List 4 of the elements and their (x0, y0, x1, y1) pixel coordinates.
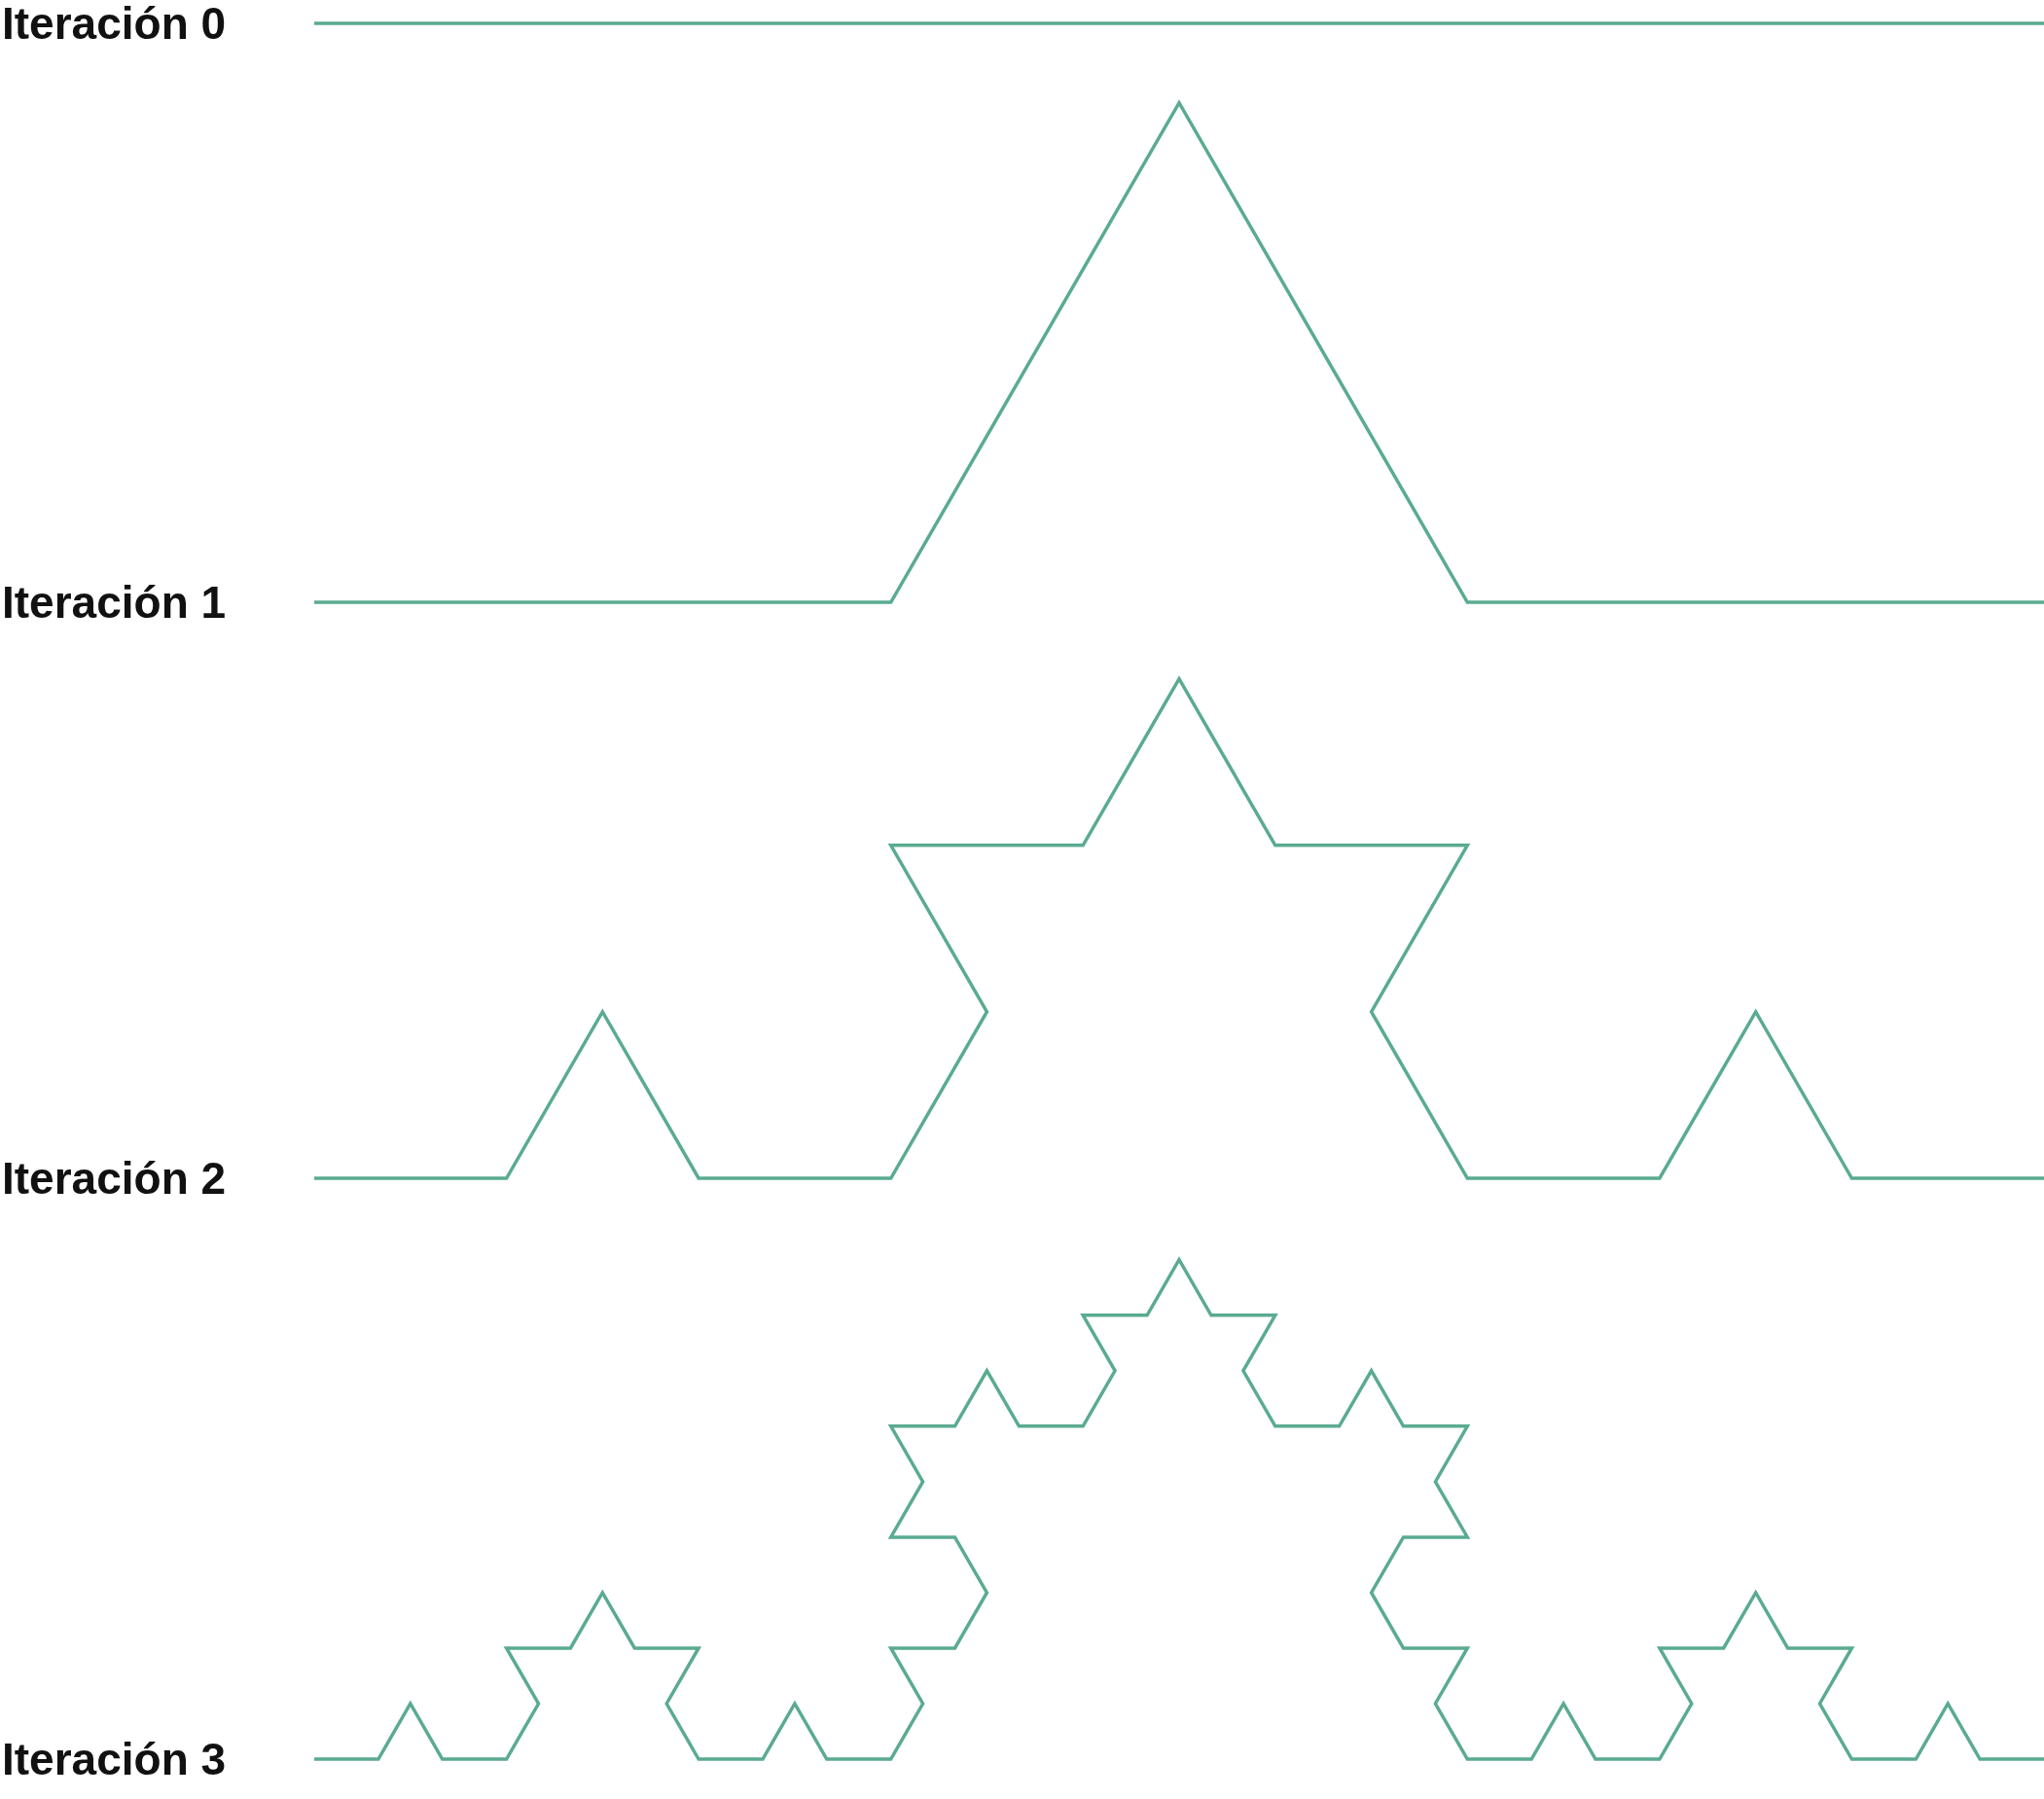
iteration-label: Iteración 1 (2, 580, 227, 625)
iteration-label: Iteración 2 (2, 1156, 227, 1201)
iteration-label: Iteración 3 (2, 1737, 227, 1781)
iteration-label: Iteración 0 (2, 1, 227, 46)
